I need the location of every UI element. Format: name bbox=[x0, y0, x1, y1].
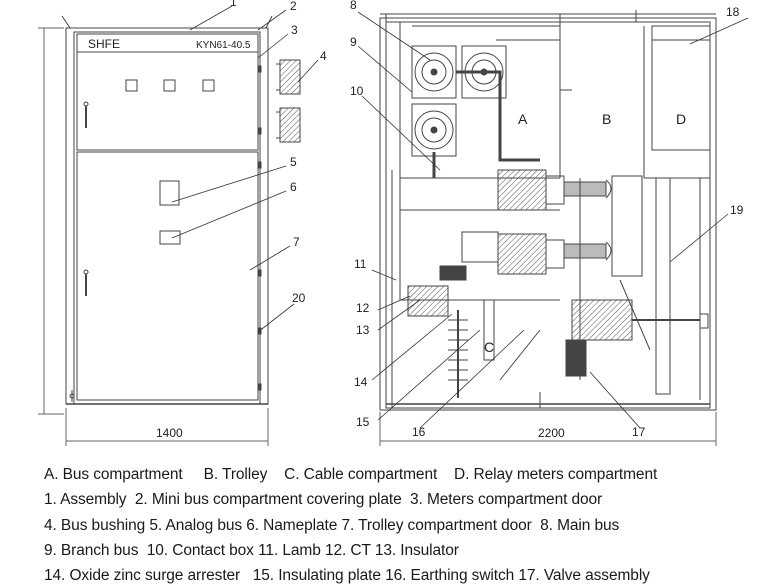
callout-5: 5 bbox=[290, 155, 297, 169]
callout-3: 3 bbox=[291, 23, 298, 37]
brand-label: SHFE bbox=[88, 37, 120, 51]
meter-window bbox=[202, 79, 215, 92]
callout-18: 18 bbox=[726, 5, 740, 19]
legend-item: 10. Contact box bbox=[146, 541, 254, 559]
callout-15: 15 bbox=[356, 415, 370, 429]
meter-window bbox=[125, 79, 138, 92]
legend-item: 13. Insulator bbox=[374, 541, 459, 559]
front-view bbox=[38, 15, 301, 446]
side-depth-dimension: 2200 bbox=[538, 426, 565, 440]
legend-item: 8. Main bus bbox=[540, 516, 620, 534]
current-transformer bbox=[439, 265, 467, 281]
cabinet-front-outline bbox=[65, 27, 269, 405]
meters-compartment-door bbox=[76, 33, 259, 151]
callout-19: 19 bbox=[730, 203, 744, 217]
contact-box-upper bbox=[497, 169, 612, 211]
legend-item: 14. Oxide zinc surge arrester bbox=[44, 567, 241, 585]
bus-bushing-drawing bbox=[276, 59, 301, 143]
meter-window bbox=[163, 79, 176, 92]
legend-item: 3. Meters compartment door bbox=[410, 491, 603, 509]
compartment-d-label: D bbox=[676, 111, 686, 127]
legend-item: 1. Assembly bbox=[44, 491, 127, 509]
legend-line-2: 4. Bus bushing 5. Analog bus 6. Nameplat… bbox=[44, 513, 774, 538]
side-leader-lines bbox=[357, 11, 749, 429]
earthing-switch bbox=[499, 329, 541, 381]
legend-item: 2. Mini bus compartment covering plate bbox=[134, 491, 402, 509]
callout-7: 7 bbox=[293, 235, 300, 249]
analog-bus-panel bbox=[159, 180, 180, 206]
compartment-b-label: B bbox=[602, 111, 611, 127]
contact-box-lower bbox=[461, 231, 612, 275]
legend-item: 7. Trolley compartment door bbox=[341, 516, 532, 534]
callout-2: 2 bbox=[290, 0, 297, 13]
callout-4: 4 bbox=[320, 49, 327, 63]
legend-item: 4. Bus bushing bbox=[44, 516, 146, 534]
callout-6: 6 bbox=[290, 180, 297, 194]
legend-item: 5. Analog bus bbox=[149, 516, 243, 534]
front-width-dimension: 1400 bbox=[156, 426, 183, 440]
callout-20: 20 bbox=[292, 291, 306, 305]
legend-item: A. Bus compartment bbox=[44, 466, 183, 483]
legend-item: 16. Earthing switch bbox=[385, 567, 515, 585]
legend: A. Bus compartment B. Trolley C. Cable c… bbox=[44, 462, 774, 588]
side-view bbox=[379, 10, 717, 446]
legend-item: 11. Lamb bbox=[258, 541, 321, 559]
callout-8: 8 bbox=[350, 0, 357, 12]
ct-body bbox=[407, 285, 449, 317]
legend-line-3: 9. Branch bus 10. Contact box 11. Lamb 1… bbox=[44, 538, 774, 563]
legend-line-compartments: A. Bus compartment B. Trolley C. Cable c… bbox=[44, 462, 774, 487]
legend-line-1: 1. Assembly 2. Mini bus compartment cove… bbox=[44, 487, 774, 512]
legend-item: 6. Nameplate bbox=[246, 516, 338, 534]
trolley-compartment-door bbox=[76, 151, 259, 401]
front-leader-lines bbox=[171, 5, 319, 333]
main-bus-drawing bbox=[411, 45, 507, 157]
insulating-plate bbox=[483, 299, 495, 361]
model-label: KYN61-40.5 bbox=[196, 40, 251, 51]
relay-meters-compartment bbox=[651, 25, 711, 151]
compartment-c-label: C bbox=[484, 339, 494, 355]
legend-item: 17. Valve assembly bbox=[518, 567, 650, 585]
valve-assembly-drawing bbox=[565, 279, 709, 377]
callout-13: 13 bbox=[356, 323, 370, 337]
nameplate bbox=[159, 230, 181, 245]
callout-9: 9 bbox=[350, 35, 357, 49]
compartment-a-label: A bbox=[518, 111, 528, 127]
surge-arrester-drawing bbox=[448, 310, 468, 398]
legend-item: D. Relay meters compartment bbox=[454, 466, 658, 483]
callout-14: 14 bbox=[354, 375, 368, 389]
callout-1: 1 bbox=[230, 0, 237, 9]
callout-17: 17 bbox=[632, 425, 646, 439]
callout-10: 10 bbox=[350, 84, 364, 98]
trolley bbox=[611, 175, 643, 277]
legend-item: B. Trolley bbox=[203, 466, 268, 483]
legend-item: 9. Branch bus bbox=[44, 541, 139, 559]
callout-11: 11 bbox=[354, 257, 367, 271]
legend-item: 12. CT bbox=[324, 541, 371, 559]
cabinet-side-outline bbox=[379, 17, 717, 411]
callout-16: 16 bbox=[412, 425, 426, 439]
legend-line-4: 14. Oxide zinc surge arrester 15. Insula… bbox=[44, 563, 774, 588]
switchgear-drawing: SHFE KYN61-40.5 1400 1 2 3 4 5 6 7 20 bbox=[38, 0, 749, 446]
callout-12: 12 bbox=[356, 301, 370, 315]
legend-item: C. Cable compartment bbox=[284, 466, 438, 483]
legend-item: 15. Insulating plate bbox=[252, 567, 381, 585]
